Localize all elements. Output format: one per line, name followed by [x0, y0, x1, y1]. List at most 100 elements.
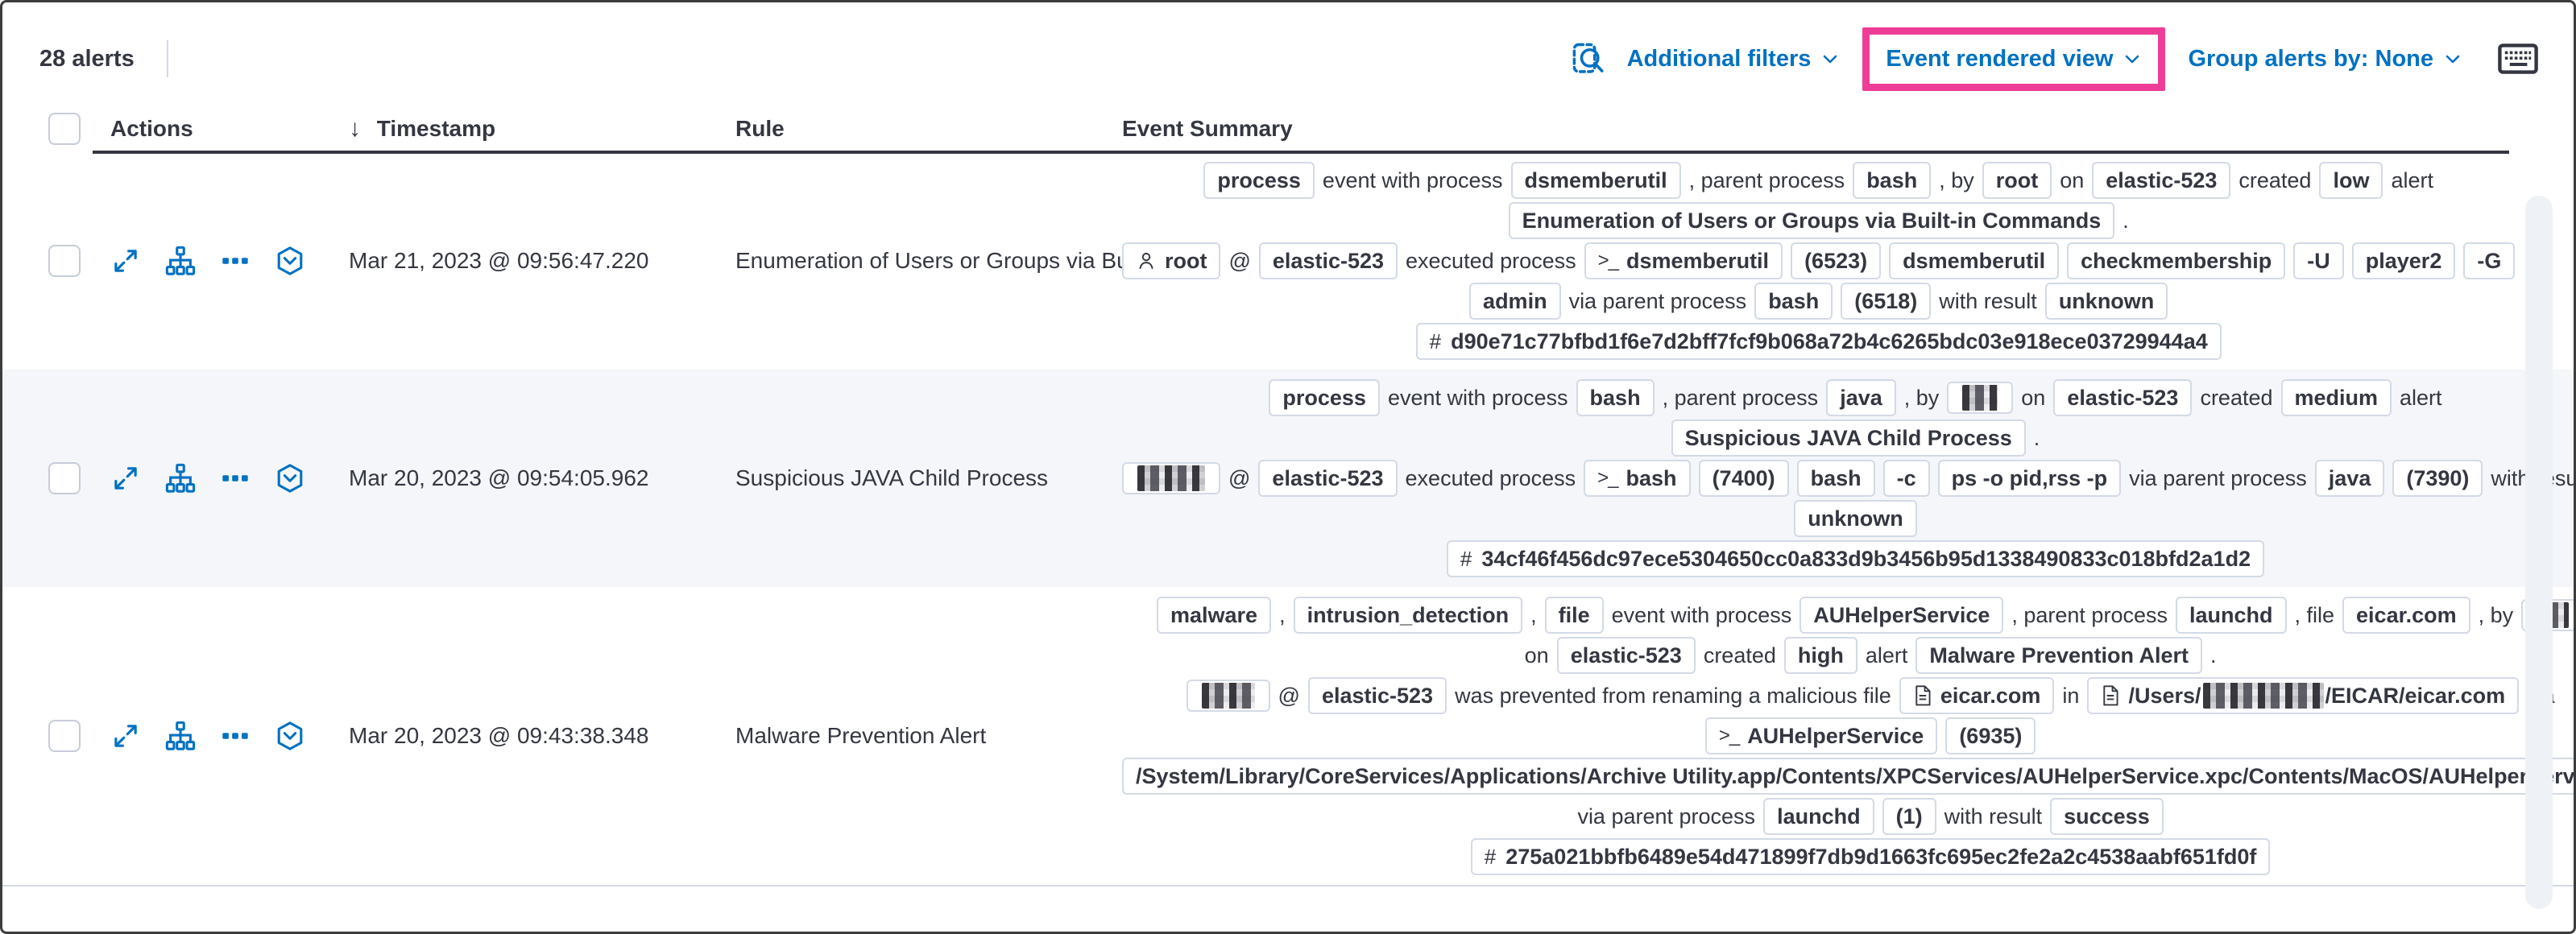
expand-alert-icon[interactable] — [110, 246, 141, 276]
terminal-icon: >_ — [1597, 250, 1619, 271]
summary-badge[interactable]: -G — [2463, 242, 2516, 279]
summary-badge[interactable]: launchd — [2175, 597, 2287, 634]
summary-badge[interactable]: eicar.com — [1899, 677, 2055, 714]
summary-badge[interactable]: checkmembership — [2067, 242, 2286, 279]
row-checkbox[interactable] — [48, 462, 81, 494]
investigate-timeline-icon[interactable] — [275, 246, 305, 276]
summary-badge[interactable]: bash — [1576, 379, 1655, 416]
summary-badge[interactable]: eicar.com — [2342, 597, 2470, 634]
summary-badge[interactable]: file — [1544, 597, 1604, 634]
select-all-checkbox[interactable] — [48, 113, 81, 145]
rule-cell[interactable]: Enumeration of Users or Groups via Bui — [735, 248, 1122, 273]
rule-cell[interactable]: Malware Prevention Alert — [735, 723, 987, 748]
redacted-value — [1962, 385, 1998, 411]
summary-badge[interactable]: >_bash — [1584, 460, 1691, 497]
summary-badge[interactable]: Malware Prevention Alert — [1915, 637, 2202, 674]
summary-badge[interactable]: success — [2050, 798, 2164, 835]
summary-badge[interactable]: #d90e71c77bfbd1f6e7d2bff7fcf9b068a72b4c6… — [1415, 323, 2222, 360]
investigate-timeline-icon[interactable] — [275, 721, 305, 751]
summary-badge[interactable]: high — [1783, 637, 1857, 674]
summary-badge[interactable]: malware — [1157, 597, 1272, 634]
row-checkbox[interactable] — [48, 245, 81, 277]
summary-badge[interactable]: low — [2319, 162, 2383, 199]
keyboard-shortcuts-icon[interactable] — [2498, 43, 2538, 74]
summary-text: created — [1703, 643, 1776, 667]
summary-badge[interactable]: bash — [1853, 162, 1932, 199]
summary-text: , by — [1903, 385, 1940, 410]
event-summary-line: unknown — [1122, 500, 2574, 537]
summary-text: on — [2060, 167, 2085, 192]
analyze-event-icon[interactable] — [165, 721, 196, 751]
event-summary-line: #d90e71c77bfbd1f6e7d2bff7fcf9b068a72b4c6… — [1122, 323, 2515, 360]
summary-badge[interactable]: -c — [1882, 460, 1930, 497]
analyze-event-icon[interactable] — [165, 246, 196, 276]
summary-badge[interactable]: (6935) — [1945, 717, 2036, 754]
summary-badge[interactable]: (6518) — [1841, 283, 1932, 320]
vertical-scrollbar[interactable] — [2525, 196, 2553, 909]
summary-badge[interactable]: >_AUHelperService — [1704, 717, 1938, 754]
summary-badge[interactable]: unknown — [1794, 500, 1917, 537]
summary-badge[interactable]: Suspicious JAVA Child Process — [1671, 419, 2026, 457]
more-actions-icon[interactable] — [220, 721, 251, 751]
summary-badge[interactable]: bash — [1796, 460, 1875, 497]
summary-text: , parent process — [1662, 385, 1819, 410]
summary-badge[interactable]: process — [1269, 379, 1380, 416]
summary-badge[interactable]: admin — [1469, 283, 1561, 320]
summary-badge[interactable]: dsmemberutil — [1889, 242, 2060, 279]
summary-badge[interactable]: Enumeration of Users or Groups via Built… — [1508, 202, 2115, 239]
investigate-timeline-icon[interactable] — [275, 463, 305, 494]
view-selector-button[interactable]: Event rendered view — [1886, 46, 2142, 72]
analyze-event-icon[interactable] — [165, 463, 196, 494]
summary-badge[interactable]: process — [1203, 162, 1315, 199]
summary-badge[interactable]: >_dsmemberutil — [1584, 242, 1783, 279]
timestamp-cell: Mar 20, 2023 @ 09:54:05.962 — [349, 465, 649, 490]
column-header-timestamp[interactable]: ↓ Timestamp — [349, 115, 496, 142]
summary-badge[interactable]: /System/Library/CoreServices/Application… — [1122, 758, 2574, 795]
summary-badge[interactable]: root — [1122, 242, 1221, 279]
summary-badge[interactable]: /Users//EICAR/eicar.com — [2087, 677, 2520, 714]
additional-filters-button[interactable]: Additional filters — [1627, 46, 1841, 72]
row-checkbox[interactable] — [48, 720, 81, 752]
summary-badge[interactable]: intrusion_detection — [1293, 597, 1523, 634]
summary-badge[interactable]: java — [1826, 379, 1896, 416]
summary-badge[interactable] — [1186, 680, 1270, 712]
summary-badge[interactable] — [1947, 382, 2014, 414]
group-alerts-by-button[interactable]: Group alerts by: None — [2188, 46, 2462, 72]
summary-badge[interactable]: elastic-523 — [1258, 460, 1398, 497]
summary-badge[interactable]: #34cf46f456dc97ece5304650cc0a833d9b3456b… — [1446, 540, 2265, 577]
summary-badge[interactable]: dsmemberutil — [1510, 162, 1681, 199]
summary-badge[interactable]: (1) — [1882, 798, 1936, 835]
summary-badge[interactable] — [1122, 462, 1220, 494]
summary-badge[interactable]: java — [2314, 460, 2385, 497]
summary-badge[interactable]: launchd — [1763, 798, 1874, 835]
alert-row: Mar 20, 2023 @ 09:54:05.962 Suspicious JA… — [2, 370, 2574, 587]
summary-badge[interactable]: (6523) — [1791, 242, 1882, 279]
summary-badge[interactable]: player2 — [2351, 242, 2456, 279]
summary-text: via parent process — [1577, 804, 1756, 829]
column-header-rule[interactable]: Rule — [735, 116, 785, 141]
summary-badge[interactable]: medium — [2280, 379, 2392, 416]
expand-alert-icon[interactable] — [110, 721, 141, 751]
summary-badge[interactable]: -U — [2293, 242, 2344, 279]
summary-badge[interactable]: (7400) — [1698, 460, 1789, 497]
more-actions-icon[interactable] — [220, 463, 251, 494]
summary-badge[interactable]: elastic-523 — [2092, 162, 2231, 199]
summary-badge[interactable]: elastic-523 — [1307, 677, 1447, 714]
expand-alert-icon[interactable] — [110, 463, 141, 494]
summary-badge[interactable]: elastic-523 — [1556, 637, 1696, 674]
summary-badge[interactable]: root — [1982, 162, 2052, 199]
summary-text: via parent process — [2129, 465, 2307, 490]
more-actions-icon[interactable] — [220, 246, 251, 276]
summary-badge[interactable]: (7390) — [2392, 460, 2483, 497]
rule-cell[interactable]: Suspicious JAVA Child Process — [735, 465, 1049, 490]
summary-badge[interactable]: bash — [1754, 283, 1833, 320]
summary-badge[interactable]: elastic-523 — [1258, 242, 1398, 279]
summary-badge[interactable]: elastic-523 — [2053, 379, 2193, 416]
inspect-icon[interactable] — [1571, 41, 1606, 76]
summary-badge[interactable]: unknown — [2044, 283, 2168, 320]
summary-badge[interactable]: ps -o pid,rss -p — [1937, 460, 2122, 497]
summary-badge[interactable]: #275a021bbfb6489e54d471899f7db9d1663fc69… — [1470, 838, 2271, 875]
summary-badge[interactable]: AUHelperService — [1799, 597, 2004, 634]
